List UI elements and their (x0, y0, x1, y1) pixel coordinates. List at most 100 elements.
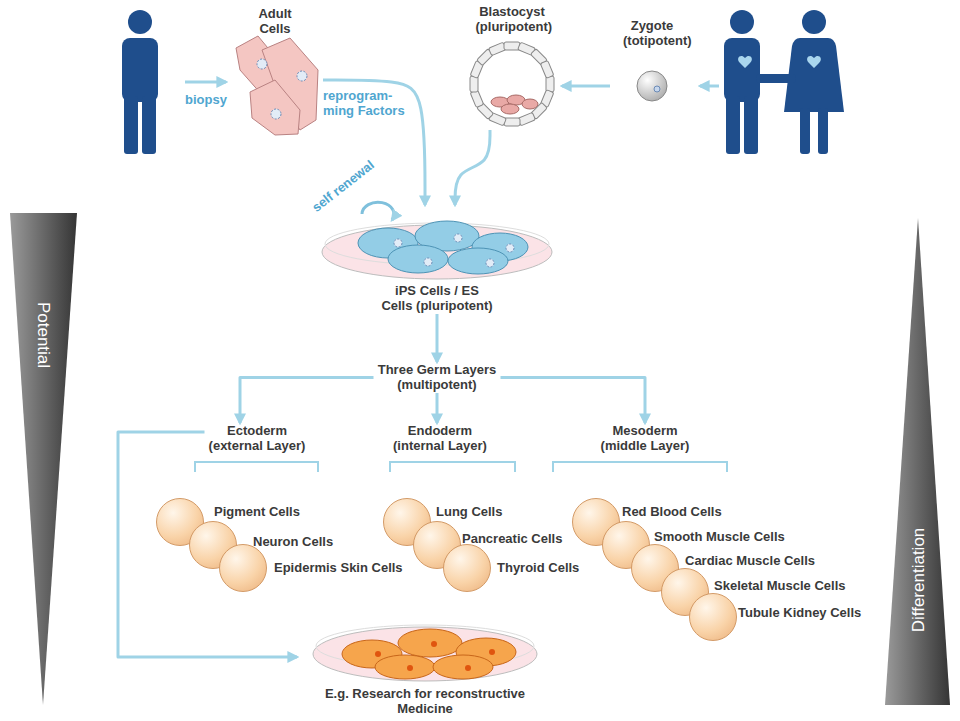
nucleus (654, 86, 660, 92)
head (802, 10, 826, 34)
annotation-label: Potential (34, 302, 53, 368)
node-text: Thyroid Cells (497, 560, 543, 575)
cell-shape (433, 655, 493, 679)
trophoblast-cell (477, 102, 494, 119)
node-text: Epidermis Skin Cells (274, 560, 320, 575)
connector-arrow (436, 314, 439, 362)
node-text: Ectoderm (external Layer) (209, 423, 306, 453)
trophoblast-cell (477, 49, 494, 66)
cell-shape (398, 629, 462, 657)
dish-node: E.g. Research for reconstructive Medicin… (297, 618, 553, 717)
nuclei (375, 641, 495, 671)
trophoblast-cell (540, 90, 554, 108)
self-renewal-arrow (362, 202, 394, 220)
connector-arrow (240, 378, 374, 424)
cell-circle: Epidermis Skin Cells (219, 544, 267, 592)
potential-wedge (10, 213, 77, 705)
dish-rim (316, 625, 534, 667)
cell-shape (375, 655, 435, 679)
cell-shape (250, 80, 300, 135)
node-text: Blastocyst (pluripotent) (476, 4, 549, 34)
cell-shape (262, 38, 318, 130)
dress (784, 38, 844, 112)
petri-dish (322, 225, 552, 279)
trophoblast-cell (470, 76, 478, 92)
node-text: Lung Cells (436, 504, 482, 519)
heart (738, 56, 752, 68)
nucleus (375, 651, 381, 657)
nucleus (297, 71, 307, 81)
head (730, 10, 754, 34)
nucleus (431, 641, 437, 647)
node-text: Red Blood Cells (622, 504, 668, 519)
leg (124, 96, 138, 154)
connector-arrow (501, 378, 646, 424)
heading-box: Endoderm (internal Layer) (389, 423, 491, 454)
nucleus (394, 239, 402, 247)
stem-cell (448, 248, 508, 274)
trophoblast-cell (470, 61, 484, 79)
leg (744, 96, 758, 154)
stem-cell (388, 245, 448, 273)
nuclei (394, 234, 514, 267)
nucleus (489, 649, 495, 655)
trophoblast-cell (470, 90, 484, 108)
node-text: Neuron Cells (253, 534, 299, 549)
node-text: iPS Cells / ES Cells (pluripotent) (381, 283, 493, 313)
illustrated-node: Blastocyst (pluripotent) (462, 4, 562, 130)
cell-shape (342, 640, 402, 668)
differentiation-wedge (885, 218, 950, 705)
differentiated-cells (342, 629, 516, 679)
stem-cells (358, 221, 528, 274)
biopsy-arrow (185, 81, 226, 84)
nucleus (506, 244, 514, 252)
conception-arrow (700, 85, 719, 88)
ring (474, 46, 550, 122)
node-text: E.g. Research for reconstructive Medicin… (301, 686, 549, 716)
annotation-label: Differentiation (909, 528, 928, 633)
brackets (195, 462, 727, 472)
inner-cell (507, 95, 525, 105)
leg (142, 96, 156, 154)
node-text: Adult Cells (258, 6, 292, 36)
inner-cell (501, 104, 519, 114)
edge-label: reprogram- ming Factors (323, 88, 405, 118)
zygote-sphere (637, 71, 667, 101)
dish-node: iPS Cells / ES Cells (pluripotent) (321, 205, 553, 314)
node-text: Skeletal Muscle Cells (714, 578, 760, 593)
node-text: Three Germ Layers (multipotent) (378, 362, 497, 392)
nucleus (486, 259, 494, 267)
trophoblast-cell (504, 42, 520, 50)
inner-cell-mass (491, 95, 538, 114)
adult-cells (236, 36, 318, 135)
body (122, 38, 158, 102)
node-text: Pigment Cells (214, 504, 260, 519)
stem-cell (358, 228, 418, 258)
trophoblast-cell (518, 112, 536, 126)
trophoblast-cell (540, 61, 554, 79)
connector-arrow (455, 130, 490, 205)
inner-cell (491, 97, 509, 107)
cell-circle: Tubule Kidney Cells (689, 593, 737, 641)
trophoblast-cell (518, 42, 536, 56)
nucleus (465, 665, 471, 671)
trophoblast-cell (489, 112, 507, 126)
nucleus (271, 109, 281, 119)
nucleus (454, 234, 462, 242)
node-text: Zygote (totipotent) (623, 18, 681, 48)
body (724, 38, 760, 102)
heading-box: Three Germ Layers (multipotent) (374, 362, 501, 393)
bracket (195, 462, 318, 472)
illustrated-node: Adult Cells (227, 6, 323, 136)
person-figure (122, 10, 158, 154)
connector-arrow (562, 85, 610, 88)
nucleus (257, 59, 267, 69)
node-text: Pancreatic Cells (462, 531, 508, 546)
nucleus (424, 258, 432, 266)
stem-cell (415, 221, 479, 251)
connector-arrow (436, 393, 439, 423)
illustrated-node: Zygote (totipotent) (610, 18, 694, 106)
